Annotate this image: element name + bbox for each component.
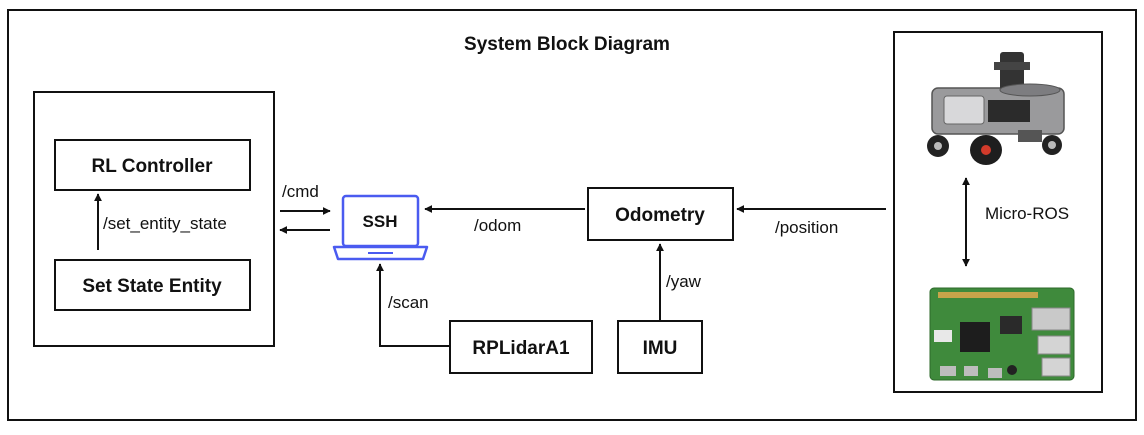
set-entity-state-label: /set_entity_state xyxy=(103,214,227,233)
raspberry-pi-board-image xyxy=(929,287,1075,381)
yaw-label: /yaw xyxy=(666,272,702,291)
outer-frame xyxy=(7,9,1137,421)
position-label: /position xyxy=(775,218,838,237)
rl-controller-label: RL Controller xyxy=(91,156,213,177)
robot-vehicle-image xyxy=(927,52,1065,165)
rplidar-label: RPLidarA1 xyxy=(472,338,570,359)
simulation-container xyxy=(33,91,275,347)
rplidar-block: RPLidarA1 xyxy=(449,320,593,374)
rl-controller-block: RL Controller xyxy=(54,139,251,191)
diagram-title: System Block Diagram xyxy=(464,34,670,55)
cmd-label: /cmd xyxy=(282,182,319,201)
odometry-label: Odometry xyxy=(615,205,705,226)
scan-label: /scan xyxy=(388,293,429,312)
ssh-label: SSH xyxy=(363,212,398,231)
micro-ros-label: Micro-ROS xyxy=(985,204,1069,223)
hardware-container xyxy=(893,31,1103,393)
laptop-icon: SSH xyxy=(332,194,429,261)
imu-block: IMU xyxy=(617,320,703,374)
odom-label: /odom xyxy=(474,216,521,235)
scan-arrow xyxy=(376,263,450,347)
imu-label: IMU xyxy=(643,338,678,359)
odometry-block: Odometry xyxy=(587,187,734,241)
set-state-entity-label: Set State Entity xyxy=(82,276,222,297)
set-state-entity-block: Set State Entity xyxy=(54,259,251,311)
